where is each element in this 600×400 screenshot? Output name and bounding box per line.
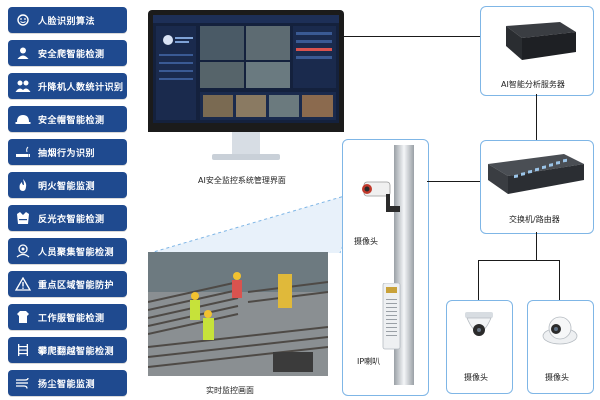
face-icon — [14, 11, 32, 29]
climb-icon — [14, 341, 32, 359]
connector-switch-pole — [427, 181, 480, 182]
switch-caption: 交换机/路由器 — [509, 215, 560, 224]
pole-camera-caption: 摄像头 — [354, 237, 378, 246]
ip-speaker-caption: IP喇叭 — [357, 357, 381, 366]
monitor-caption: AI安全监控系统管理界面 — [198, 176, 286, 185]
dome-camera-icon — [465, 312, 493, 336]
dome-camera-caption: 摄像头 — [464, 373, 488, 382]
menu-item: 反光衣智能检测 — [8, 205, 127, 231]
ai-server-caption: AI智能分析服务器 — [501, 80, 565, 89]
connector-cameras-bar — [478, 260, 560, 261]
live-feed-caption: 实时监控画面 — [206, 386, 254, 395]
menu-item: 扬尘智能监测 — [8, 370, 127, 396]
menu-item-label: 安全帽智能检测 — [38, 115, 105, 126]
connector-dome — [478, 260, 479, 300]
menu-item: 升降机人数统计识别 — [8, 73, 127, 99]
menu-item: 安全爬智能检测 — [8, 40, 127, 66]
menu-item-label: 人脸识别算法 — [38, 16, 96, 27]
connector-switch-down — [536, 232, 537, 260]
connector-monitor-server — [344, 36, 480, 37]
dust-icon — [14, 374, 32, 392]
crowd-icon — [14, 242, 32, 260]
warning-icon — [14, 275, 32, 293]
vest-icon — [14, 209, 32, 227]
ip-speaker-icon — [382, 283, 401, 350]
eyeball-camera-caption: 摄像头 — [545, 373, 569, 382]
user-icon — [14, 44, 32, 62]
pole-camera-icon — [362, 181, 400, 212]
live-feed-image — [148, 252, 328, 376]
menu-item: 明火智能监测 — [8, 172, 127, 198]
server-icon — [506, 22, 576, 60]
menu-item-label: 攀爬翻越智能检测 — [38, 346, 115, 357]
menu-item: 人脸识别算法 — [8, 7, 127, 33]
cigarette-icon — [14, 143, 32, 161]
menu-item: 攀爬翻越智能检测 — [8, 337, 127, 363]
fire-icon — [14, 176, 32, 194]
helmet-icon — [14, 110, 32, 128]
menu-item: 安全帽智能检测 — [8, 106, 127, 132]
menu-item-label: 重点区域智能防护 — [38, 280, 115, 291]
menu-item: 重点区域智能防护 — [8, 271, 127, 297]
menu-item: 工作服智能检测 — [8, 304, 127, 330]
menu-item-label: 升降机人数统计识别 — [38, 82, 124, 93]
menu-item-label: 人员聚集智能检测 — [38, 247, 115, 258]
connector-server-switch — [536, 94, 537, 140]
menu-item-label: 扬尘智能监测 — [38, 379, 96, 390]
menu-item: 人员聚集智能检测 — [8, 238, 127, 264]
menu-item-label: 反光衣智能检测 — [38, 214, 105, 225]
eyeball-camera-icon — [542, 316, 578, 345]
people-icon — [14, 77, 32, 95]
switch-icon — [488, 154, 584, 194]
menu-item-label: 明火智能监测 — [38, 181, 96, 192]
menu-item-label: 抽烟行为识别 — [38, 148, 96, 159]
menu-item-label: 安全爬智能检测 — [38, 49, 105, 60]
menu-item-label: 工作服智能检测 — [38, 313, 105, 324]
menu-item: 抽烟行为识别 — [8, 139, 127, 165]
connector-eyeball — [559, 260, 560, 300]
work-clothes-icon — [14, 308, 32, 326]
monitor — [148, 10, 344, 172]
eyeball-camera-box — [527, 300, 594, 394]
